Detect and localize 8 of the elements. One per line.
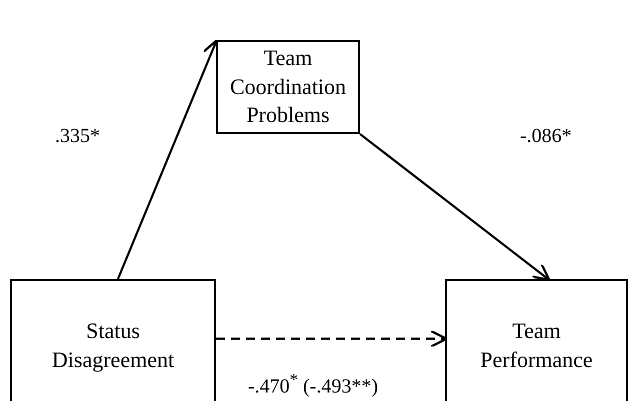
variable-name: Team Performance [479,317,594,374]
variable-box [216,40,360,134]
variable-name: Status Disagreement [50,317,176,374]
arrow [116,39,219,280]
variable-box [10,279,216,401]
variable-box [445,279,628,401]
variable-name: Team Coordination Problems [228,44,348,130]
arrow [359,133,550,282]
